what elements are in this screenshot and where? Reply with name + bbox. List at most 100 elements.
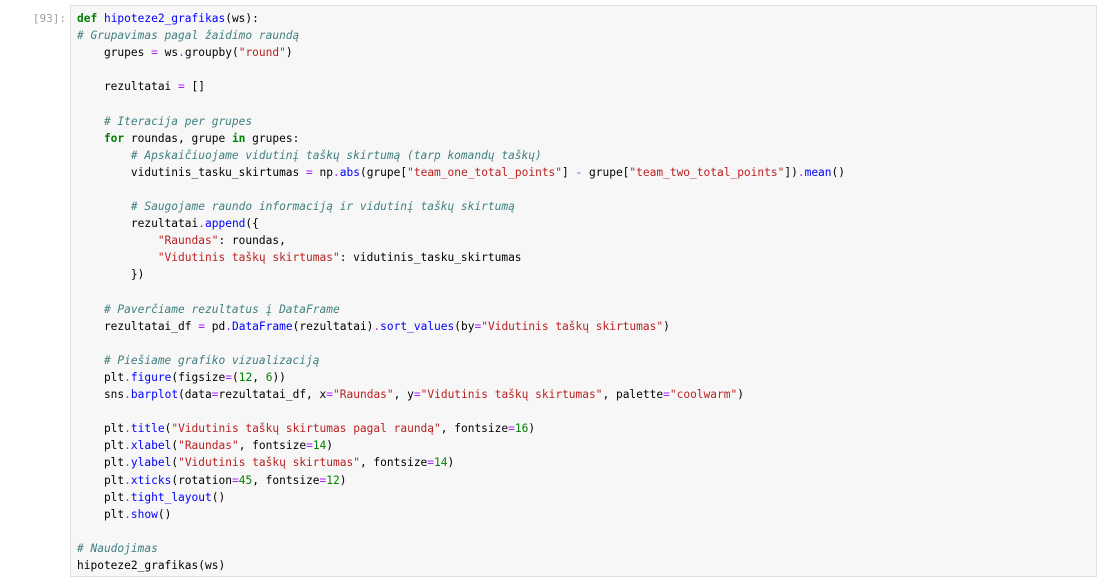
code-line: vidutinis_tasku_skirtumas = np.abs(grupe… bbox=[77, 164, 1096, 181]
code-token: : roundas, bbox=[218, 234, 286, 248]
code-line: plt.figure(figsize=(12, 6)) bbox=[77, 369, 1096, 386]
code-token: . bbox=[124, 388, 131, 402]
code-token: 14 bbox=[434, 456, 448, 470]
code-token: (rotation bbox=[171, 473, 232, 487]
code-token: "Vidutinis taškų skirtumas" bbox=[77, 251, 340, 265]
code-line bbox=[77, 284, 1096, 301]
code-token: = bbox=[326, 388, 334, 402]
code-line: # Apskaičiuojame vidutinį taškų skirtumą… bbox=[77, 147, 1096, 164]
code-token: = bbox=[474, 319, 482, 333]
code-line: plt.xlabel("Raundas", fontsize=14) bbox=[77, 437, 1096, 454]
code-token: 45 bbox=[238, 473, 253, 487]
code-token: = bbox=[306, 165, 313, 179]
code-line: rezultatai_df = pd.DataFrame(rezultatai)… bbox=[77, 318, 1096, 335]
code-token: "Vidutinis taškų skirtumas" bbox=[420, 388, 603, 402]
code-token: "Vidutinis taškų skirtumas" bbox=[481, 319, 664, 333]
code-line: "Vidutinis taškų skirtumas": vidutinis_t… bbox=[77, 249, 1096, 266]
code-token: = bbox=[427, 456, 435, 470]
code-token: = bbox=[151, 46, 158, 60]
code-token: "Raundas" bbox=[178, 439, 239, 453]
code-line: def hipoteze2_grafikas(ws): bbox=[77, 10, 1096, 27]
code-token: # Apskaičiuojame vidutinį taškų skirtumą… bbox=[77, 148, 542, 162]
code-token: sort_values bbox=[380, 319, 455, 333]
code-line: }) bbox=[77, 266, 1096, 283]
code-token: , bbox=[252, 370, 266, 384]
code-line: rezultatai.append({ bbox=[77, 215, 1096, 232]
code-token: () bbox=[211, 490, 226, 504]
code-line: for roundas, grupe in grupes: bbox=[77, 130, 1096, 147]
code-token: "Vidutinis taškų skirtumas" bbox=[178, 456, 360, 470]
code-token: () bbox=[831, 165, 846, 179]
code-token: , fontsize bbox=[359, 456, 428, 470]
code-token: "Vidutinis taškų skirtumas pagal raundą" bbox=[171, 422, 441, 436]
code-token: , fontsize bbox=[252, 473, 320, 487]
code-token: = bbox=[211, 388, 219, 402]
code-token: . bbox=[124, 473, 131, 487]
code-line: # Iteracija per grupes bbox=[77, 113, 1096, 130]
code-token: plt bbox=[77, 422, 125, 436]
code-token: . bbox=[124, 422, 131, 436]
code-token: plt bbox=[77, 439, 125, 453]
code-token: sns bbox=[77, 388, 125, 402]
code-line: # Piešiame grafiko vizualizaciją bbox=[77, 352, 1096, 369]
code-token: def bbox=[77, 12, 104, 25]
code-token: rezultatai_df, x bbox=[218, 388, 327, 402]
code-token: # Piešiame grafiko vizualizaciją bbox=[77, 353, 320, 367]
code-text[interactable]: def hipoteze2_grafikas(ws):# Grupavimas … bbox=[71, 6, 1096, 574]
code-token: "Raundas" bbox=[77, 234, 219, 248]
code-line bbox=[77, 181, 1096, 198]
code-token: - bbox=[575, 165, 583, 179]
code-token: = bbox=[319, 473, 327, 487]
code-editor[interactable]: def hipoteze2_grafikas(ws):# Grupavimas … bbox=[70, 5, 1097, 577]
code-token: 16 bbox=[514, 422, 529, 436]
code-token: . bbox=[124, 439, 131, 453]
code-token: hipoteze2_grafikas bbox=[103, 12, 226, 25]
code-line: plt.tight_layout() bbox=[77, 489, 1096, 506]
code-token: 14 bbox=[312, 439, 327, 453]
code-token: roundas, grupe bbox=[124, 131, 232, 145]
code-token: . bbox=[178, 46, 185, 60]
code-line bbox=[77, 523, 1096, 540]
code-token: # Naudojimas bbox=[77, 541, 158, 555]
code-token: . bbox=[797, 165, 805, 179]
code-token: DataFrame bbox=[231, 319, 293, 333]
code-token: (data bbox=[178, 388, 212, 402]
code-token: ( bbox=[171, 456, 179, 470]
code-token: () bbox=[157, 507, 172, 521]
code-token: . bbox=[373, 319, 381, 333]
code-token: : vidutinis_tasku_skirtumas bbox=[339, 251, 522, 265]
code-token: "round" bbox=[238, 46, 286, 60]
code-token: 12 bbox=[326, 473, 340, 487]
code-token: ylabel bbox=[130, 456, 172, 470]
code-token: in bbox=[231, 131, 246, 145]
code-token: ( bbox=[231, 370, 239, 384]
code-token: = bbox=[508, 422, 515, 436]
code-token: for bbox=[77, 131, 125, 145]
code-line: plt.show() bbox=[77, 506, 1096, 523]
code-token: tight_layout bbox=[130, 490, 212, 504]
code-token: 12 bbox=[238, 370, 253, 384]
code-token: ]) bbox=[784, 165, 798, 179]
code-token: ( bbox=[164, 422, 172, 436]
code-line bbox=[77, 61, 1096, 78]
code-line: grupes = ws.groupby("round") bbox=[77, 44, 1096, 61]
code-token: (rezultatai) bbox=[292, 319, 374, 333]
code-line: # Naudojimas bbox=[77, 540, 1096, 557]
code-token: mean bbox=[804, 165, 832, 179]
code-token: ) bbox=[528, 422, 536, 436]
code-token: . bbox=[124, 490, 131, 504]
code-token: rezultatai bbox=[77, 80, 179, 94]
code-token: }) bbox=[77, 268, 145, 282]
code-token: . bbox=[198, 217, 205, 231]
code-token: plt bbox=[77, 370, 125, 384]
code-token: ) bbox=[663, 319, 670, 333]
code-token: plt bbox=[77, 473, 125, 487]
code-token: = bbox=[231, 473, 239, 487]
code-token: rezultatai bbox=[77, 217, 199, 231]
code-token: ) bbox=[339, 473, 347, 487]
code-token: = bbox=[178, 80, 185, 94]
code-token: , y bbox=[393, 388, 414, 402]
code-line: plt.ylabel("Vidutinis taškų skirtumas", … bbox=[77, 454, 1096, 471]
code-token: # Paverčiame rezultatus į DataFrame bbox=[77, 302, 340, 316]
